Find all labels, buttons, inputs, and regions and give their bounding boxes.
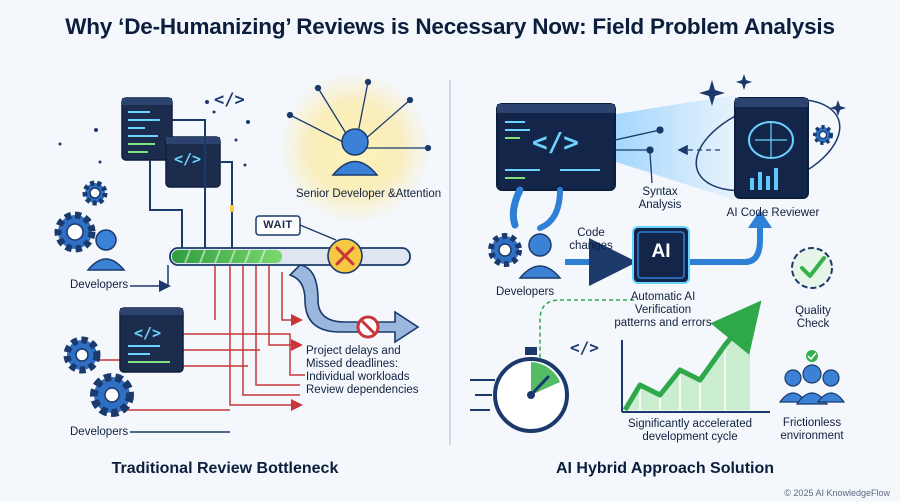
- ai-chip-icon: [632, 226, 690, 284]
- decor-dots: [58, 100, 250, 167]
- verification-label: Automatic AI Verification patterns and e…: [614, 291, 712, 329]
- developers-label-bottom: Developers: [70, 426, 129, 438]
- quality-check-icon: [791, 247, 833, 289]
- code-symbol-icon: </>: [570, 338, 599, 357]
- ai-chip-label: AI: [651, 241, 671, 262]
- problem-item: Missed deadlines:: [306, 358, 399, 370]
- code-symbol-icon: </>: [532, 128, 579, 158]
- problems-list: Project delays and Missed deadlines: Ind…: [306, 345, 419, 397]
- right-panel-title: AI Hybrid Approach Solution: [555, 460, 775, 477]
- page-title: Why ‘De-Humanizing’ Reviews is Necessary…: [65, 14, 835, 39]
- flow-arrow: [509, 186, 524, 229]
- gear-icon: [813, 125, 833, 145]
- developer-icon: [86, 229, 126, 271]
- wait-label: WAIT: [263, 219, 293, 231]
- gear-icon: [82, 180, 108, 206]
- developer-icon: [518, 233, 562, 279]
- problem-item: Project delays and: [306, 345, 401, 357]
- code-window-icon: [119, 307, 184, 373]
- bottleneck-progress: [172, 250, 282, 263]
- code-window-icon: [496, 103, 616, 191]
- developers-label-right: Developers: [496, 286, 555, 298]
- sparkle-icon: [699, 74, 846, 116]
- growth-chart-icon: [621, 300, 770, 413]
- code-symbol-icon: </>: [134, 324, 162, 342]
- code-window-icon: [121, 97, 173, 161]
- gear-icon: [54, 211, 96, 253]
- ai-reviewer-window-icon: [734, 97, 809, 199]
- code-window-icon: [165, 136, 221, 188]
- code-symbol-icon: </>: [174, 150, 202, 168]
- left-panel-title: Traditional Review Bottleneck: [111, 460, 339, 477]
- senior-developer-icon: [331, 128, 379, 176]
- gear-icon: [90, 373, 134, 417]
- flow-lines: [149, 119, 233, 250]
- copyright: © 2025 AI KnowledgeFlow: [784, 488, 890, 498]
- code-symbol-icon: </>: [214, 90, 245, 110]
- senior-developer-label: Senior Developer &Attention: [296, 188, 442, 200]
- developers-label-top: Developers: [70, 279, 129, 291]
- team-icon: [778, 350, 846, 405]
- gear-icon: [63, 336, 101, 374]
- gear-icon: [488, 233, 522, 267]
- problem-item: Review dependencies: [306, 384, 419, 396]
- delay-arrow: [288, 264, 420, 344]
- scan-beam: [610, 95, 735, 200]
- ai-reviewer-label: AI Code Reviewer: [726, 207, 820, 219]
- problem-item: Individual workloads: [306, 371, 410, 383]
- stopwatch-icon: [470, 347, 569, 433]
- dependency-lines: [96, 266, 305, 416]
